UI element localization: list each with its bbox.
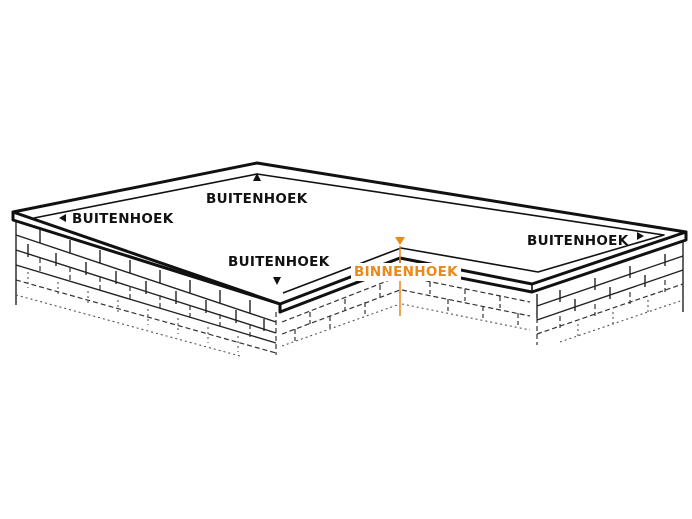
inner-triangle-down-icon: [395, 237, 405, 245]
left-wall: [15, 222, 277, 357]
label-outer-corner-right: BUITENHOEK: [527, 233, 629, 249]
triangle-right-icon: [637, 232, 644, 240]
label-inner-corner: BINNENHOEK: [354, 264, 458, 280]
label-outer-corner-front: BUITENHOEK: [228, 254, 330, 270]
label-outer-corner-back: BUITENHOEK: [206, 191, 308, 207]
inner-label-background: [351, 263, 461, 281]
triangle-down-icon: [273, 277, 281, 285]
recessed-wall: [401, 275, 531, 331]
triangle-left-icon: [59, 214, 66, 222]
right-wall: [536, 242, 684, 345]
label-outer-corner-left: BUITENHOEK: [72, 211, 174, 227]
triangle-up-icon: [253, 173, 261, 181]
roof-surface: [11, 161, 688, 314]
middle-wall: [281, 275, 401, 347]
